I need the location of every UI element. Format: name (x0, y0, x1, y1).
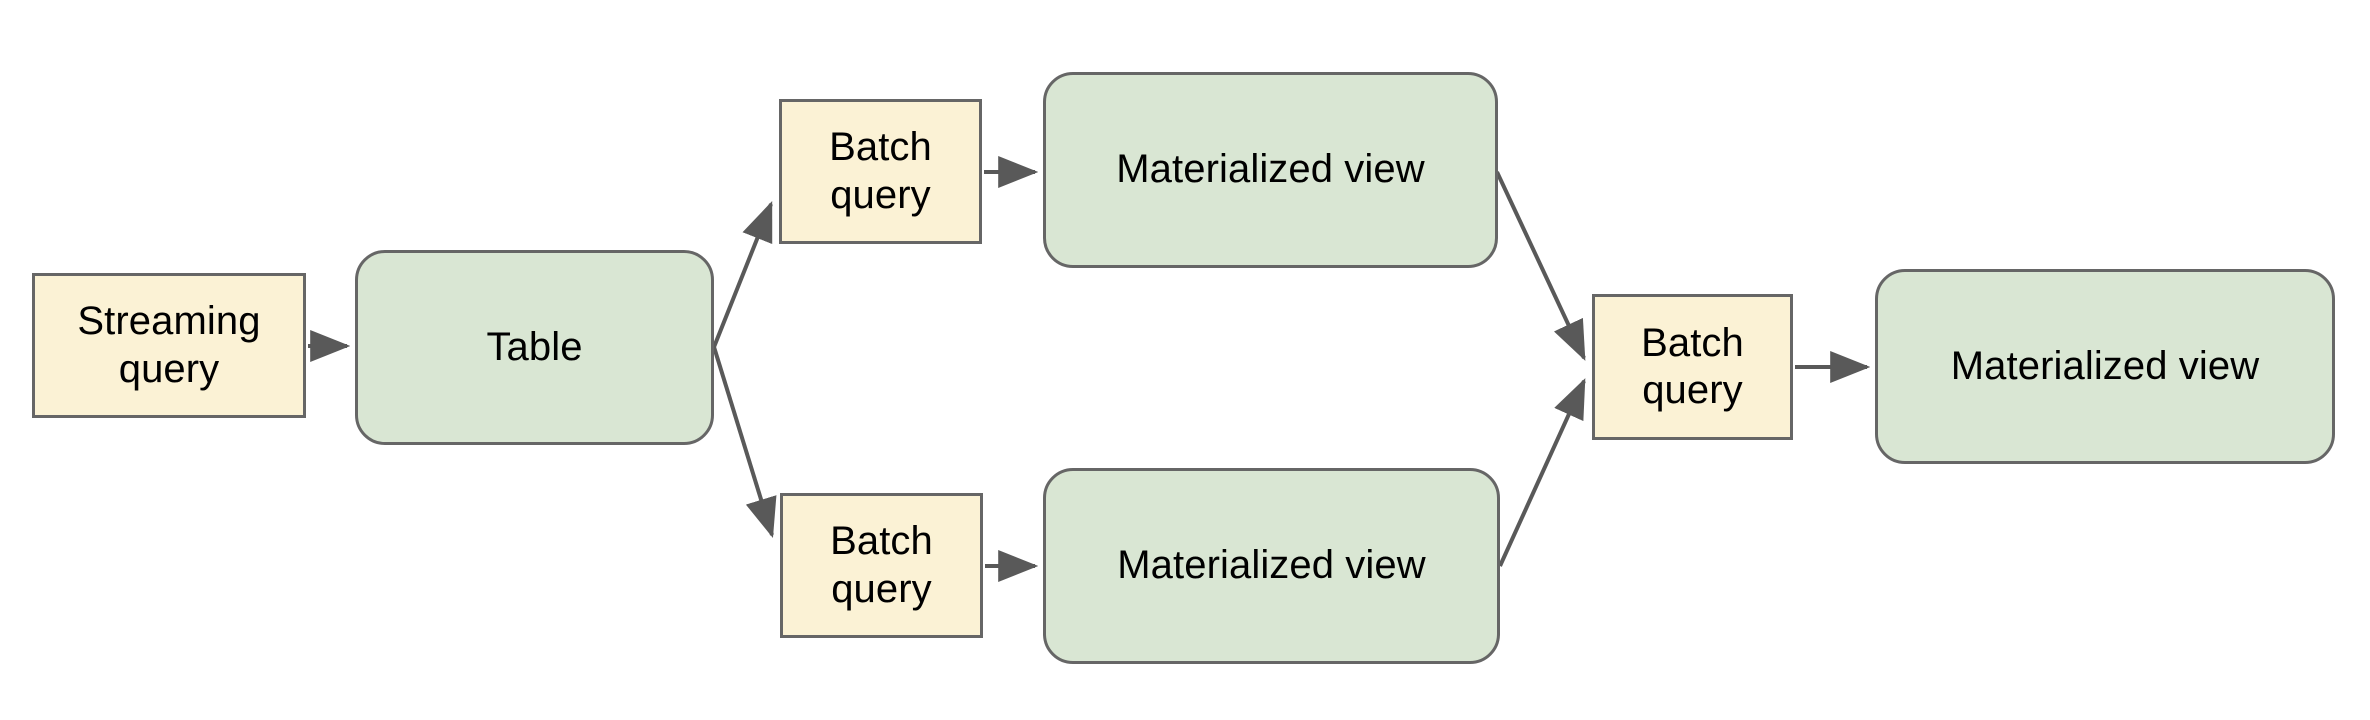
edge-table-to-batch-top (712, 201, 773, 348)
node-materialized-view-top-label: Materialized view (1116, 147, 1425, 192)
node-materialized-view-bottom[interactable]: Materialized view (1043, 468, 1500, 664)
node-streaming-query[interactable]: Streaming query (32, 273, 306, 418)
node-materialized-view-bottom-label: Materialized view (1117, 543, 1426, 588)
edge-mv-bottom-to-batch-join (1498, 378, 1586, 567)
node-table-label: Table (486, 324, 583, 369)
node-materialized-view-final-label: Materialized view (1950, 343, 2260, 388)
node-streaming-query-label: Streaming query (77, 299, 261, 391)
node-materialized-view-final[interactable]: Materialized view (1875, 269, 2335, 464)
node-batch-query-bottom[interactable]: Batch query (780, 493, 983, 638)
node-materialized-view-top[interactable]: Materialized view (1043, 72, 1498, 268)
node-table[interactable]: Table (355, 250, 714, 445)
node-batch-query-join-label: Batch query (1641, 320, 1744, 412)
edge-mv-top-to-batch-join (1495, 171, 1586, 361)
node-batch-query-top-label: Batch query (829, 125, 932, 217)
node-batch-query-join[interactable]: Batch query (1592, 294, 1793, 440)
node-batch-query-top[interactable]: Batch query (779, 99, 982, 244)
edge-table-to-batch-bottom (712, 346, 777, 539)
node-batch-query-bottom-label: Batch query (830, 519, 933, 611)
